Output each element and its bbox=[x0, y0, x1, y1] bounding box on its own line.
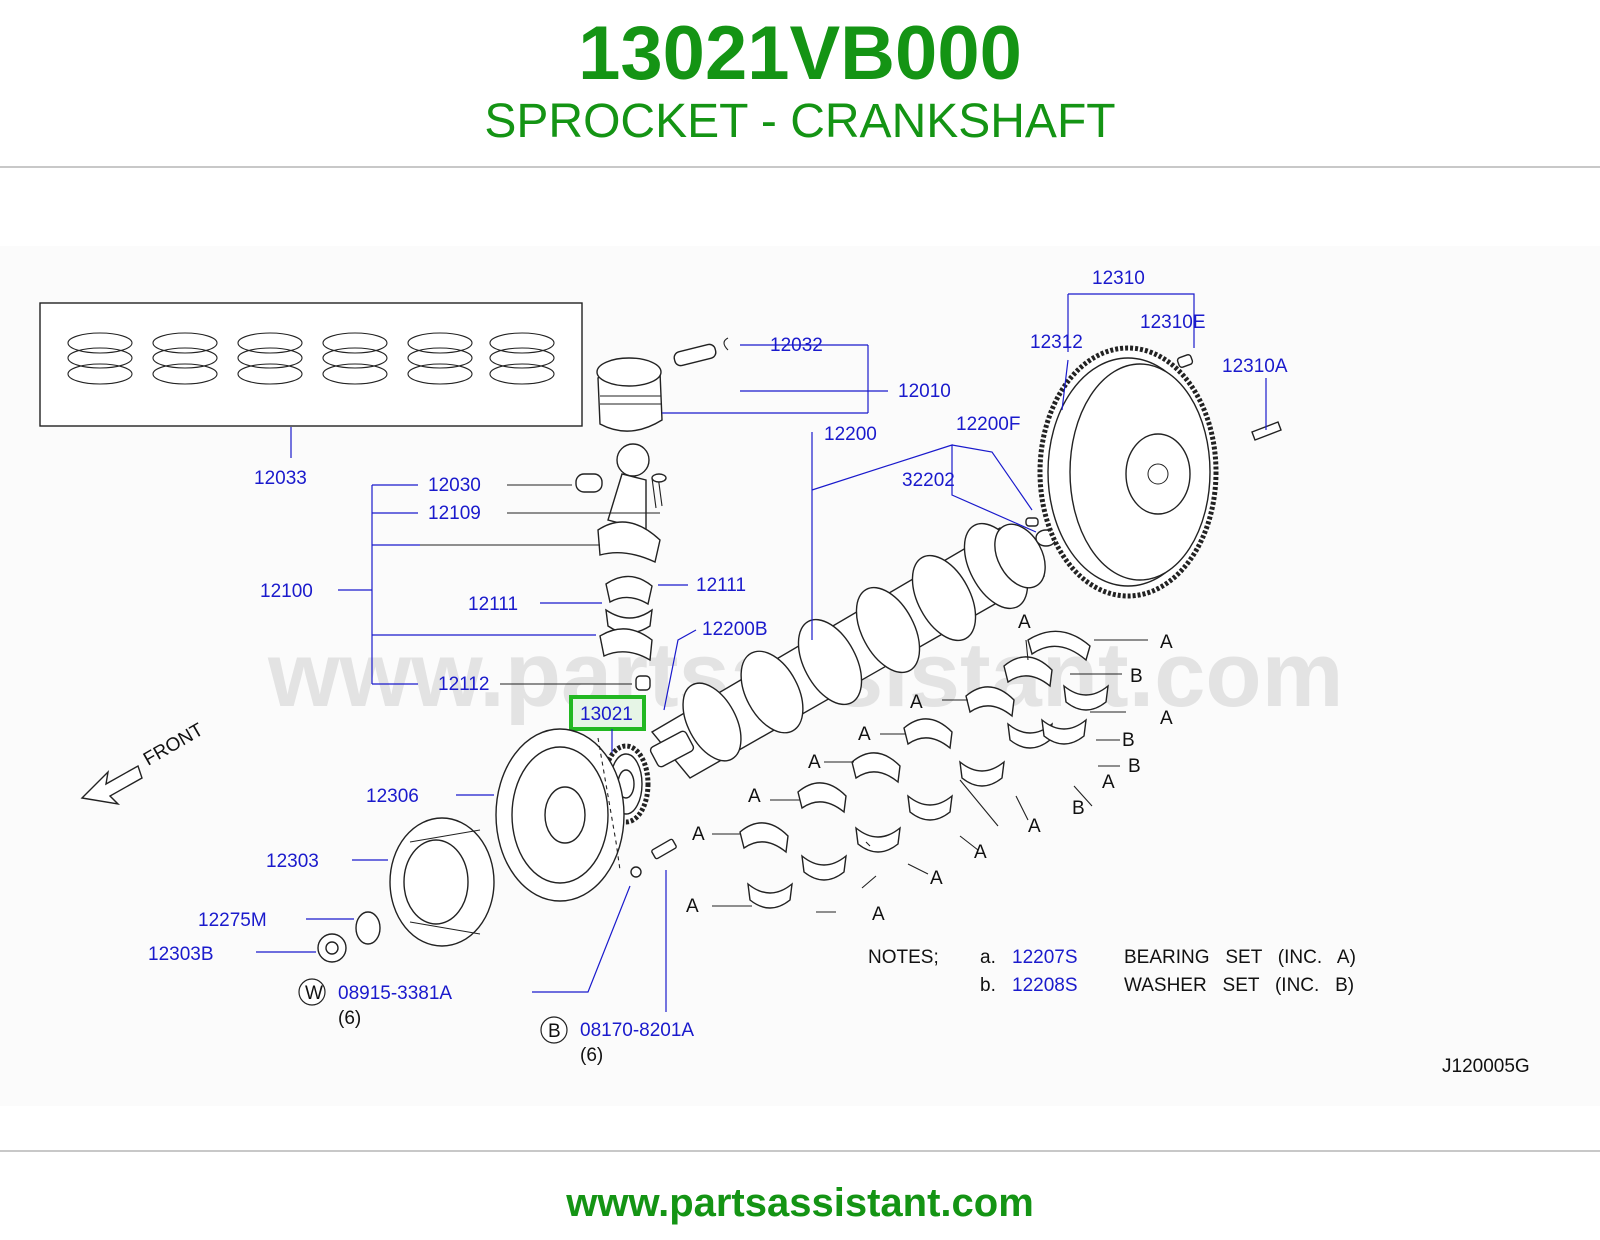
connecting-rod-drawing bbox=[575, 443, 667, 564]
callout-12306[interactable]: 12306 bbox=[366, 786, 419, 807]
notes-heading: NOTES; bbox=[868, 947, 939, 968]
callout-12310A[interactable]: 12310A bbox=[1222, 356, 1288, 377]
callout-12032[interactable]: 12032 bbox=[770, 335, 823, 356]
diagram-code: J120005G bbox=[1442, 1056, 1530, 1077]
note-b-description: WASHER SET (INC. B) bbox=[1124, 975, 1354, 996]
bearing-label-a-8: A bbox=[1160, 632, 1173, 653]
note-a-part-link[interactable]: 12207S bbox=[1012, 947, 1078, 968]
callout-12303B[interactable]: 12303B bbox=[148, 944, 214, 965]
conrod-bearing-drawings bbox=[599, 575, 653, 691]
washer-symbol-letter: W bbox=[305, 983, 323, 1004]
header-divider bbox=[0, 166, 1600, 168]
parts-diagram: www.partsassistant.com 12033 12032 12010 bbox=[0, 246, 1600, 1106]
bearing-label-a-7: A bbox=[1018, 612, 1031, 633]
washer-symbol-circle bbox=[298, 978, 326, 1006]
bearing-label-a-13: A bbox=[930, 868, 943, 889]
bearing-label-b-2: B bbox=[1122, 730, 1135, 751]
bearing-label-a-4: A bbox=[808, 752, 821, 773]
bearing-label-a-9: A bbox=[1160, 708, 1173, 729]
note-b-key: b. bbox=[980, 975, 996, 996]
callout-12112[interactable]: 12112 bbox=[438, 674, 489, 695]
callout-12200F[interactable]: 12200F bbox=[956, 414, 1020, 435]
bearing-label-a-5: A bbox=[858, 724, 871, 745]
callout-12033[interactable]: 12033 bbox=[254, 468, 307, 489]
bolt-symbol-letter: B bbox=[548, 1021, 561, 1042]
note-a-key: a. bbox=[980, 947, 996, 968]
crank-pulley-drawing bbox=[317, 728, 677, 963]
note-a-description: BEARING SET (INC. A) bbox=[1124, 947, 1356, 968]
front-direction-arrow: FRONT bbox=[80, 719, 208, 806]
note-b-part-link[interactable]: 12208S bbox=[1012, 975, 1078, 996]
bearing-label-a-11: A bbox=[1028, 816, 1041, 837]
highlight-box-13021[interactable] bbox=[569, 695, 646, 731]
callout-12310E[interactable]: 12310E bbox=[1140, 312, 1206, 333]
front-label: FRONT bbox=[140, 719, 208, 770]
piston-ring-set-box bbox=[39, 302, 583, 427]
callout-12111-lower[interactable]: 12111 bbox=[468, 594, 518, 615]
callout-12200B[interactable]: 12200B bbox=[702, 619, 768, 640]
bolt-qty: (6) bbox=[580, 1045, 603, 1066]
bearing-label-a-1: A bbox=[692, 824, 705, 845]
bearing-label-a-14: A bbox=[872, 904, 885, 925]
callout-12275M[interactable]: 12275M bbox=[198, 910, 267, 931]
piston-ring-icons bbox=[67, 332, 555, 385]
callout-12111-upper[interactable]: 12111 bbox=[696, 575, 746, 596]
bearing-label-b-3: B bbox=[1128, 756, 1141, 777]
bearing-label-a-3: A bbox=[748, 786, 761, 807]
bearing-label-b-4: B bbox=[1072, 798, 1085, 819]
callout-08915-3381A[interactable]: 08915-3381A bbox=[338, 983, 452, 1004]
bearing-label-a-12: A bbox=[974, 842, 987, 863]
bolt-symbol-circle bbox=[540, 1016, 568, 1044]
bearing-label-a-10: A bbox=[1102, 772, 1115, 793]
callout-12312[interactable]: 12312 bbox=[1030, 332, 1083, 353]
part-number-title: 13021VB000 bbox=[578, 11, 1022, 96]
callout-12303[interactable]: 12303 bbox=[266, 851, 319, 872]
callout-08170-8201A[interactable]: 08170-8201A bbox=[580, 1020, 694, 1041]
callout-13021-highlighted[interactable]: 13021 bbox=[580, 704, 633, 725]
bearing-label-b-1: B bbox=[1130, 666, 1143, 687]
notes-block: NOTES; a. 12207S BEARING SET (INC. A) b.… bbox=[868, 947, 1356, 996]
page-header: 13021VB000 SPROCKET - CRANKSHAFT bbox=[0, 0, 1600, 168]
footer-divider bbox=[0, 1150, 1600, 1152]
washer-qty: (6) bbox=[338, 1008, 361, 1029]
crankshaft-drawing bbox=[649, 517, 1057, 779]
exploded-view-drawing: www.partsassistant.com 12033 12032 12010 bbox=[39, 268, 1530, 1077]
callout-12010[interactable]: 12010 bbox=[898, 381, 951, 402]
callout-12109[interactable]: 12109 bbox=[428, 503, 481, 524]
flywheel-drawing bbox=[1037, 345, 1282, 599]
part-name-subtitle: SPROCKET - CRANKSHAFT bbox=[484, 95, 1116, 148]
callout-32202[interactable]: 32202 bbox=[902, 470, 955, 491]
callout-12310[interactable]: 12310 bbox=[1092, 268, 1145, 289]
piston-drawing bbox=[596, 337, 729, 432]
callout-12100[interactable]: 12100 bbox=[260, 581, 313, 602]
callout-12030[interactable]: 12030 bbox=[428, 475, 481, 496]
callout-12200[interactable]: 12200 bbox=[824, 424, 877, 445]
bearing-label-a-2: A bbox=[686, 896, 699, 917]
footer-website-link[interactable]: www.partsassistant.com bbox=[566, 1181, 1034, 1225]
bearing-label-a-6: A bbox=[910, 692, 923, 713]
main-bearing-drawings bbox=[739, 630, 1109, 909]
